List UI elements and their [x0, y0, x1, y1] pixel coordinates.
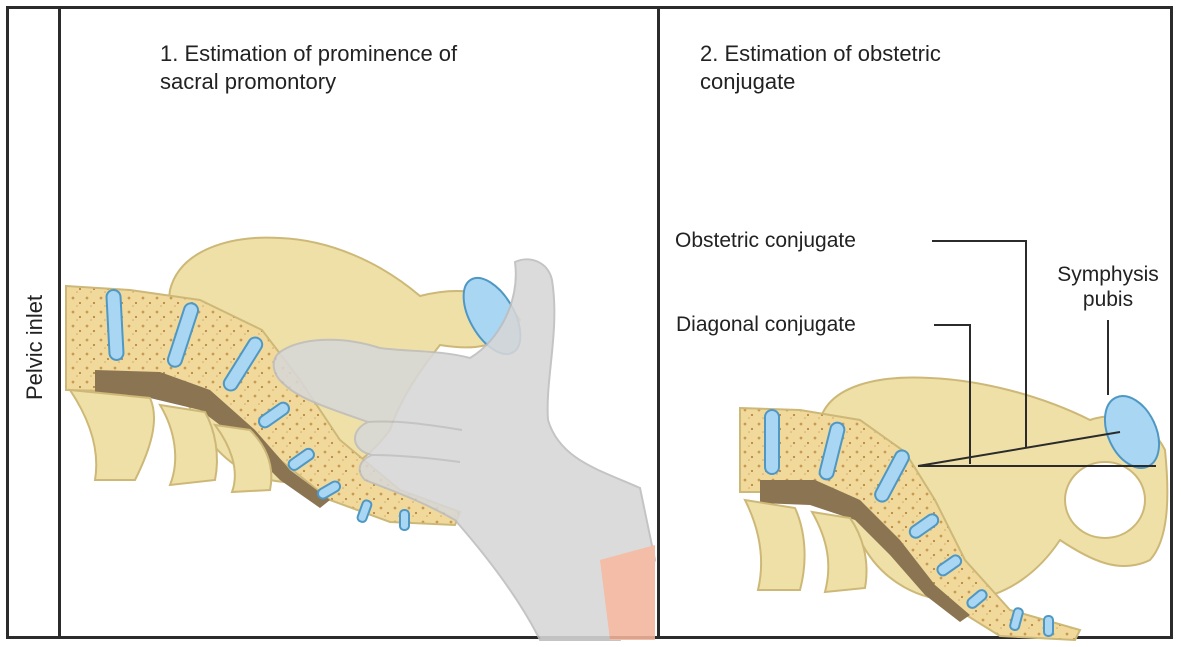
symphysis-label-line1: Symphysis — [1042, 262, 1174, 287]
obstetric-conjugate-label: Obstetric conjugate — [675, 228, 856, 253]
pelvis-right-illustration — [740, 377, 1170, 640]
diagonal-conjugate-label: Diagonal conjugate — [676, 312, 856, 337]
symphysis-label-line2: pubis — [1042, 287, 1174, 312]
symphysis-pubis-label: Symphysis pubis — [1042, 262, 1174, 312]
